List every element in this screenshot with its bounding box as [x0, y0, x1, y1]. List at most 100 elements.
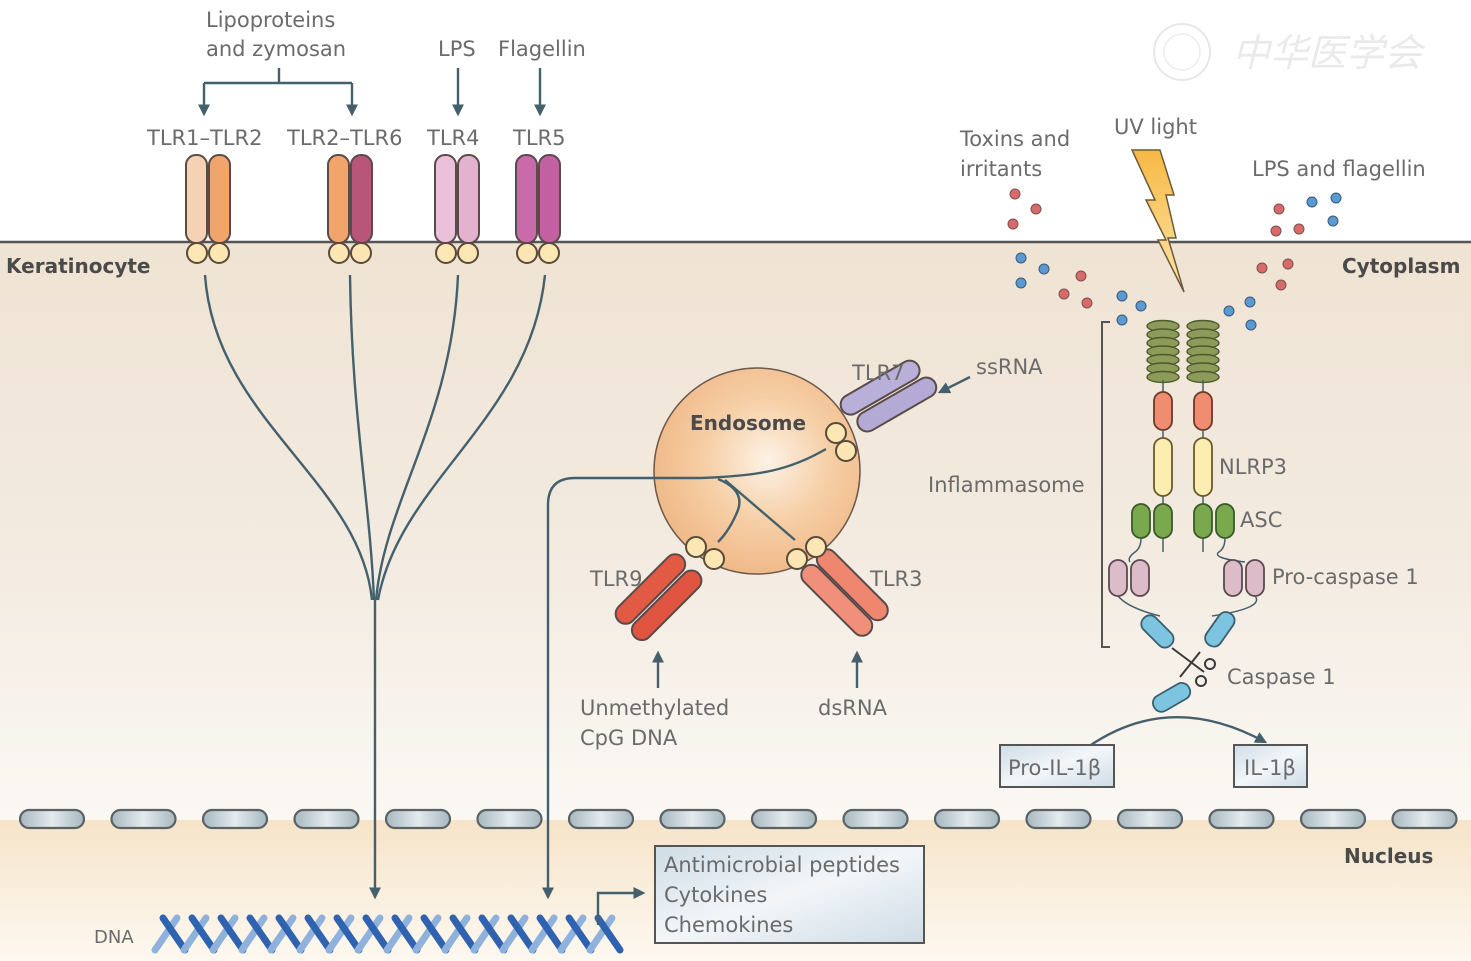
dna-strand-segment [151, 914, 181, 954]
transcription-arrow [596, 887, 646, 925]
pro-il1b-box: Pro-IL-1β [999, 744, 1115, 788]
il1b-box: IL-1β [1233, 744, 1308, 788]
tlr1-tlr2-receptor [185, 154, 231, 264]
nuclear-pore [1208, 808, 1275, 830]
tlr4-receptor [434, 154, 480, 264]
nucleus-label: Nucleus [1344, 844, 1433, 868]
dna-strand-segment [267, 914, 297, 954]
toxins-label-line2: irritants [960, 157, 1042, 181]
tlr2-tlr6-receptor [327, 154, 373, 264]
dna-strand-segment [238, 914, 268, 954]
dna-strand-segment [275, 914, 305, 954]
dna-strand-segment [246, 914, 276, 954]
dna-strand-segment [209, 914, 239, 954]
pro-caspase-domain [1245, 559, 1265, 597]
nuclear-pore [1025, 808, 1092, 830]
endosome-label: Endosome [690, 411, 806, 435]
dna-strand-segment [180, 914, 210, 954]
nuclear-pore [842, 808, 909, 830]
nuclear-pore [567, 808, 635, 830]
dna-strand-segment [441, 914, 471, 954]
nlrp3-column [1186, 319, 1265, 648]
nacht-domain [1193, 437, 1213, 497]
tlr5-receptor [515, 154, 561, 264]
asc-domain [1193, 503, 1213, 539]
tlr5-label: TLR5 [512, 126, 565, 150]
keratinocyte-label: Keratinocyte [6, 254, 150, 278]
tlr3-receptor [800, 548, 889, 637]
dna-strand-segment [449, 914, 479, 954]
asc-domain [1215, 503, 1235, 539]
dna-strand-segment [391, 914, 421, 954]
dna-strand-segment [304, 914, 334, 954]
lipoproteins-label: Lipoproteins [206, 8, 335, 32]
nuclear-pore [933, 808, 1001, 830]
toxins-label-line1: Toxins and [959, 127, 1070, 151]
tlr7-receptor [839, 359, 938, 433]
pro-caspase-label: Pro-caspase 1 [1272, 565, 1419, 589]
tlr9-receptor [614, 553, 703, 642]
caspase-domain [1140, 614, 1175, 649]
endosomal-tlr-signaling-lines [542, 447, 827, 900]
dna-strand-segment [536, 914, 566, 954]
watermark-seal-icon [1153, 23, 1211, 81]
dna-strand-segment [470, 914, 500, 954]
nuclear-pore [18, 808, 86, 830]
zymosan-label: and zymosan [206, 37, 346, 61]
dna-strand-segment [557, 914, 587, 954]
tlr9-label: TLR9 [589, 567, 642, 591]
cytoplasm-label: Cytoplasm [1342, 254, 1460, 278]
nuclear-pore [201, 808, 269, 830]
active-caspase-1 [1152, 682, 1192, 713]
tlr7-label: TLR7 [851, 361, 904, 385]
ssrna-label: ssRNA [976, 355, 1043, 379]
nuclear-pore [659, 808, 726, 830]
nuclear-pore [1391, 808, 1458, 830]
tlr9-tir [685, 536, 707, 558]
nuclear-envelope [18, 808, 1458, 830]
caspase-1-label: Caspase 1 [1227, 665, 1336, 689]
toxin-particles [1007, 188, 1305, 309]
dna-strand-segment [354, 914, 384, 954]
dna-strand-segment [586, 914, 616, 954]
nuclear-pore [110, 808, 177, 830]
dna-helix [151, 914, 624, 954]
flagellin-label: Flagellin [498, 37, 586, 61]
tlr3-label: TLR3 [869, 567, 922, 591]
dna-strand-segment [362, 914, 392, 954]
nuclear-pore [293, 808, 360, 830]
dna-strand-segment [565, 914, 595, 954]
pro-caspase-domain [1130, 559, 1150, 597]
il1b-label: IL-1β [1244, 756, 1296, 780]
tlr4-label: TLR4 [426, 126, 479, 150]
dna-strand-segment [333, 914, 363, 954]
pro-caspase-domain [1223, 559, 1243, 597]
tlr2-tlr6-label: TLR2–TLR6 [286, 126, 402, 150]
ligand-arrows [198, 68, 546, 117]
nuclear-pore [476, 808, 543, 830]
nuclear-pore [750, 808, 818, 830]
dna-strand-segment [296, 914, 326, 954]
asc-domain [1131, 503, 1151, 539]
extracellular-space [0, 0, 1471, 242]
watermark: 中华医学会 [1153, 23, 1426, 81]
tlr3-tir [786, 548, 808, 570]
pyd-domain [1153, 391, 1173, 431]
output-cytokines: Cytokines [664, 883, 767, 907]
pro-caspase-domain [1108, 559, 1128, 597]
nlrp3-label: NLRP3 [1219, 455, 1287, 479]
il1b-processing-arrow [1087, 716, 1268, 748]
nacht-domain [1153, 437, 1173, 497]
scissors-icon [1171, 647, 1216, 687]
uv-lightning-icon [1130, 149, 1185, 293]
dna-strand-segment [188, 914, 218, 954]
cpg-label-line1: Unmethylated [580, 696, 729, 720]
nuclear-pore [1116, 808, 1184, 830]
pro-il1b-label: Pro-IL-1β [1008, 756, 1101, 780]
gene-products-box: Antimicrobial peptides Cytokines Chemoki… [654, 845, 925, 944]
cpg-label-line2: CpG DNA [580, 726, 678, 750]
dna-strand-segment [217, 914, 247, 954]
dna-strand-segment [420, 914, 450, 954]
dna-label: DNA [94, 927, 134, 948]
